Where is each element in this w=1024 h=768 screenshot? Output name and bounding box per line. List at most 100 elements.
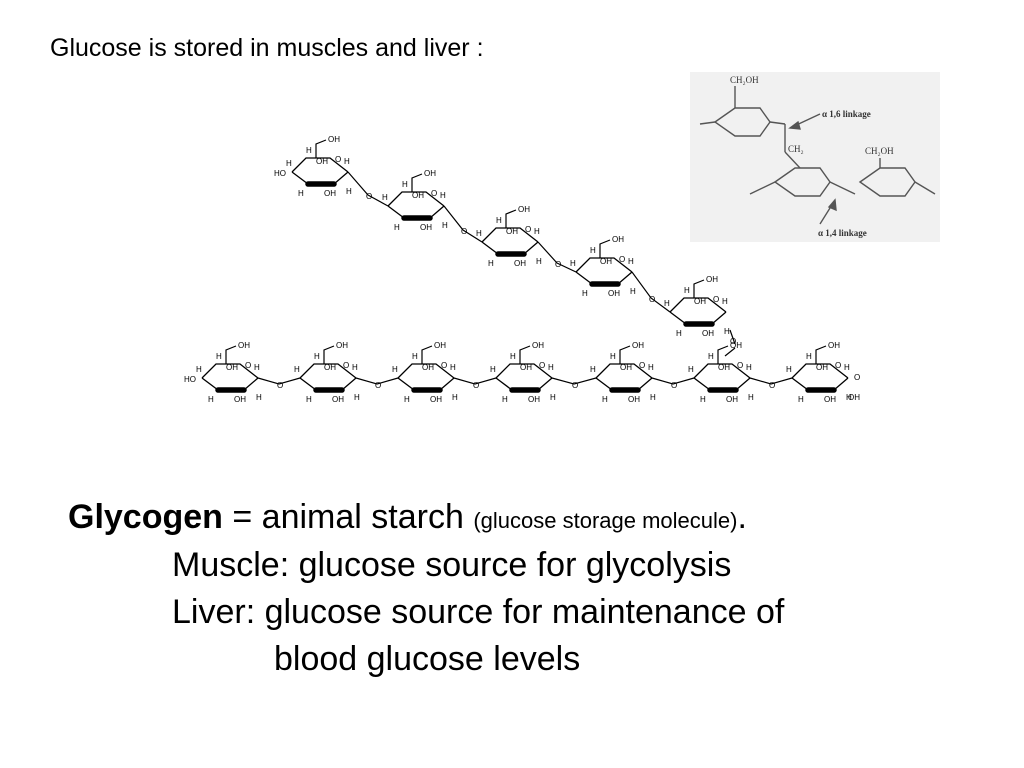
hydroxyl-label: OH xyxy=(600,257,612,266)
ch2oh-oh-label: OH xyxy=(238,341,250,350)
glycosidic-bond xyxy=(749,377,793,385)
hydrogen-label: H xyxy=(676,329,682,338)
hydrogen-label: H xyxy=(722,297,728,306)
glucose-ring-edge xyxy=(575,271,593,285)
ring-oxygen-label: O xyxy=(431,189,437,198)
glycosidic-oxygen-label: O xyxy=(649,295,655,304)
hydrogen-label: H xyxy=(256,393,262,402)
branch-oxygen-label: O xyxy=(730,337,736,346)
ch2oh-oh-label: OH xyxy=(730,341,742,350)
hydroxyl-label: OH xyxy=(332,395,344,404)
glycogen-term: Glycogen xyxy=(68,498,223,536)
hydroxyl-label: OH xyxy=(412,191,424,200)
glucose-ring-edge xyxy=(735,377,751,391)
hydrogen-label: H xyxy=(650,393,656,402)
glucose-ring-edge xyxy=(617,271,633,285)
hydrogen-label: H xyxy=(306,146,312,155)
glucose-ring-edge xyxy=(523,241,539,255)
hydrogen-label: H xyxy=(630,287,636,296)
glycosidic-oxygen-label: O xyxy=(473,381,479,390)
glucose-ring-edge xyxy=(201,363,259,379)
hydrogen-label: H xyxy=(602,395,608,404)
glucose-ring-edge xyxy=(201,377,219,391)
hydroxyl-label: OH xyxy=(816,363,828,372)
hydroxyl-label: HO xyxy=(184,375,196,384)
ch2oh-oh-label: OH xyxy=(706,275,718,284)
ring-oxygen-label: O xyxy=(245,361,251,370)
hydrogen-label: H xyxy=(746,363,752,372)
hydrogen-label: H xyxy=(846,393,852,402)
hydrogen-label: H xyxy=(806,352,812,361)
hydroxyl-label: OH xyxy=(718,363,730,372)
liver-line: Liver: glucose source for maintenance of xyxy=(172,593,785,631)
glycosidic-oxygen-label: O xyxy=(277,381,283,390)
slide-heading: Glucose is stored in muscles and liver : xyxy=(50,34,484,62)
ch2oh-oh-label: OH xyxy=(328,135,340,144)
ring-oxygen-label: O xyxy=(441,361,447,370)
glycosidic-oxygen-label: O xyxy=(555,260,561,269)
glycosidic-bond xyxy=(453,377,497,385)
hydrogen-label: H xyxy=(394,223,400,232)
glucose-ring-edge xyxy=(791,377,809,391)
glucose-ring-edge xyxy=(341,377,357,391)
hydroxyl-label: OH xyxy=(694,297,706,306)
ch2oh-oh-label: OH xyxy=(518,205,530,214)
inset-ch2oh-right: CH₂OH xyxy=(865,146,894,156)
inset-ch2-mid: CH₂ xyxy=(788,144,804,154)
hydroxyl-label: OH xyxy=(316,157,328,166)
glycosidic-oxygen-label: O xyxy=(461,227,467,236)
glucose-ring-edge xyxy=(397,363,455,379)
glucose-ring-edge xyxy=(669,311,687,325)
hydrogen-label: H xyxy=(786,365,792,374)
branch-bond xyxy=(729,329,736,345)
hydrogen-label: H xyxy=(582,289,588,298)
hydroxyl-label: OH xyxy=(234,395,246,404)
ch2oh-bond xyxy=(505,209,517,228)
hydrogen-label: H xyxy=(570,259,576,268)
hydrogen-label: H xyxy=(490,365,496,374)
hydrogen-label: H xyxy=(254,363,260,372)
ring-oxygen-label: O xyxy=(619,255,625,264)
inset-linkage-16: α 1,6 linkage xyxy=(822,109,871,119)
ring-oxygen-label: O xyxy=(335,155,341,164)
glucose-ring-edge xyxy=(481,227,539,243)
hydroxyl-label: OH xyxy=(430,395,442,404)
hydrogen-label: H xyxy=(392,365,398,374)
ch2oh-oh-label: OH xyxy=(424,169,436,178)
glucose-ring-edge xyxy=(833,377,849,391)
ch2oh-oh-label: OH xyxy=(532,341,544,350)
glucose-ring-edge xyxy=(299,363,357,379)
hydrogen-label: H xyxy=(628,257,634,266)
glycosidic-oxygen-label: O xyxy=(366,192,372,201)
terminal-hydroxyl-label: OH xyxy=(848,393,860,402)
hydrogen-label: H xyxy=(724,327,730,336)
hydroxyl-label: OH xyxy=(420,223,432,232)
ch2oh-bond xyxy=(619,345,631,364)
hydroxyl-label: HO xyxy=(274,169,286,178)
hydroxyl-label: OH xyxy=(702,329,714,338)
linkage-inset-drawing: CH₂OH CH₂ CH₂OH α 1,6 linkage α 1,4 link… xyxy=(699,75,936,238)
hydrogen-label: H xyxy=(708,352,714,361)
hydrogen-label: H xyxy=(452,393,458,402)
glycosidic-bond xyxy=(631,271,671,313)
hydrogen-label: H xyxy=(354,393,360,402)
hydrogen-label: H xyxy=(382,193,388,202)
glycosidic-bond xyxy=(651,377,695,385)
hydrogen-label: H xyxy=(502,395,508,404)
ch2oh-bond xyxy=(599,239,611,258)
hydrogen-label: H xyxy=(286,159,292,168)
hydrogen-label: H xyxy=(412,352,418,361)
glucose-ring-edge xyxy=(693,377,711,391)
ch2oh-oh-label: OH xyxy=(336,341,348,350)
ch2oh-bond xyxy=(519,345,531,364)
hydroxyl-label: OH xyxy=(422,363,434,372)
ring-oxygen-label: O xyxy=(343,361,349,370)
storage-molecule-note: (glucose storage molecule) xyxy=(473,508,738,533)
hydrogen-label: H xyxy=(534,227,540,236)
hydrogen-label: H xyxy=(450,363,456,372)
glycosidic-bond xyxy=(257,377,301,385)
glucose-ring-edge xyxy=(291,171,309,185)
glucose-ring-edge xyxy=(291,157,349,173)
hydrogen-label: H xyxy=(844,363,850,372)
ch2oh-bond xyxy=(225,345,237,364)
